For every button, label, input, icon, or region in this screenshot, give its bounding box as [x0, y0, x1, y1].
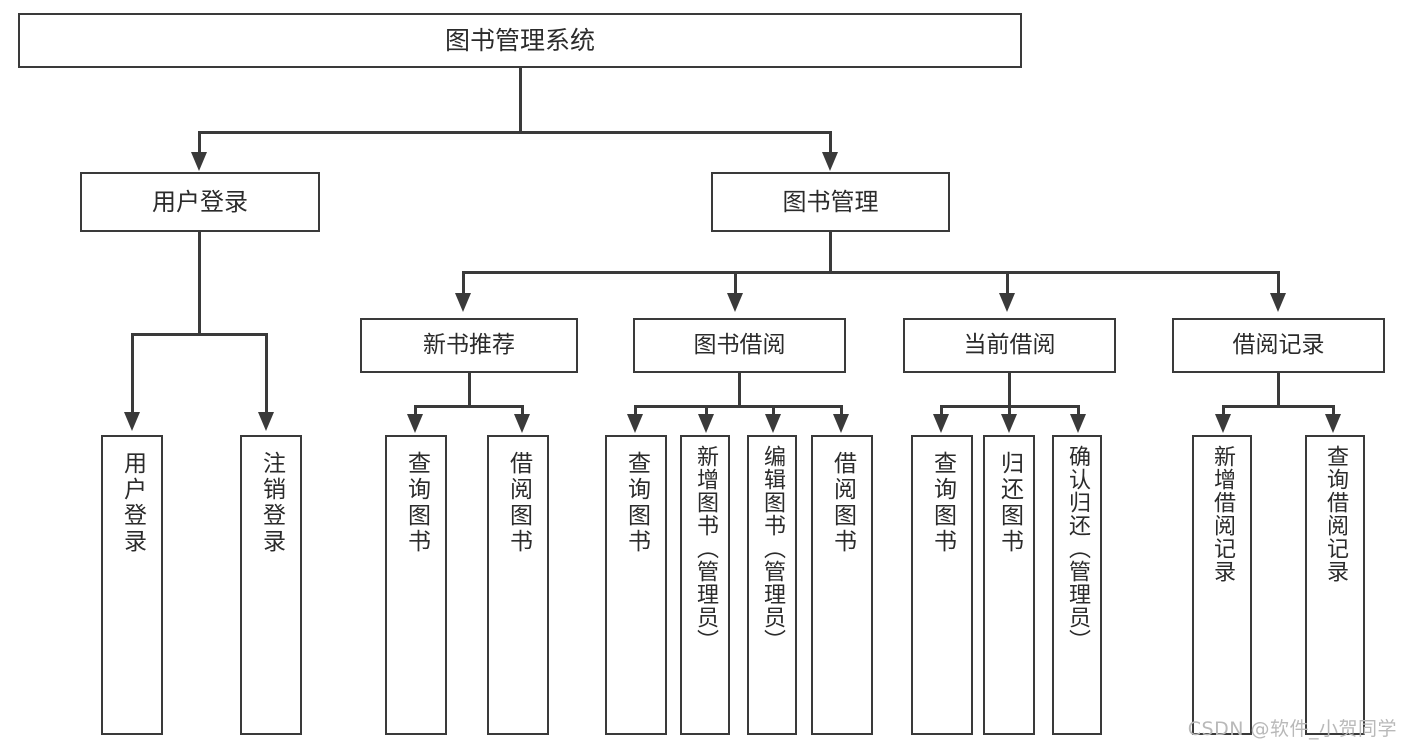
connector-bookmgmt-drop-1	[462, 271, 465, 296]
arrowhead-icon	[999, 293, 1015, 312]
connector-root-drop-1	[198, 131, 201, 155]
connector-currentborrow-drop-3	[1077, 405, 1080, 417]
connector-root-drop-2	[829, 131, 832, 155]
arrowhead-icon	[1001, 414, 1017, 433]
arrowhead-icon	[933, 414, 949, 433]
leaf-user-login[interactable]: 用户登录	[101, 435, 163, 735]
arrowhead-icon	[833, 414, 849, 433]
node-label: 图书管理	[782, 187, 879, 216]
connector-bookborrow-stem	[738, 373, 741, 407]
connector-borrowrecord-stem	[1277, 373, 1280, 407]
node-current-borrow[interactable]: 当前借阅	[903, 318, 1116, 373]
connector-borrowrecord-bar	[1222, 405, 1334, 408]
connector-root-stem	[519, 68, 522, 133]
node-user-login[interactable]: 用户登录	[80, 172, 320, 232]
connector-bookborrow-drop-4	[840, 405, 843, 417]
leaf-edit-book-admin[interactable]: 编辑图书（管理员）	[747, 435, 797, 735]
arrowhead-icon	[455, 293, 471, 312]
connector-userlogin-drop-1	[131, 333, 134, 415]
node-label: 查询图书	[403, 451, 430, 555]
connector-bookmgmt-drop-4	[1277, 271, 1280, 296]
arrowhead-icon	[191, 152, 207, 171]
node-label: 归还图书	[996, 451, 1023, 555]
arrowhead-icon	[627, 414, 643, 433]
connector-bookborrow-bar	[634, 405, 842, 408]
connector-newbook-drop-2	[521, 405, 524, 417]
connector-borrowrecord-drop-1	[1222, 405, 1225, 417]
node-root-system[interactable]: 图书管理系统	[18, 13, 1022, 68]
connector-bookborrow-drop-1	[634, 405, 637, 417]
arrowhead-icon	[124, 412, 140, 431]
node-label: 新增借阅记录	[1210, 445, 1235, 583]
node-label: 确认归还（管理员）	[1065, 445, 1090, 652]
node-label: 新书推荐	[423, 331, 515, 358]
node-label: 借阅图书	[829, 451, 856, 555]
node-book-borrow[interactable]: 图书借阅	[633, 318, 846, 373]
node-label: 借阅图书	[505, 451, 532, 555]
leaf-borrow-book-recommend[interactable]: 借阅图书	[487, 435, 549, 735]
node-label: 当前借阅	[963, 331, 1056, 358]
node-borrow-record[interactable]: 借阅记录	[1172, 318, 1385, 373]
connector-bookmgmt-bar	[462, 271, 1280, 274]
connector-root-bar	[198, 131, 832, 134]
connector-userlogin-stem	[198, 232, 201, 335]
leaf-query-book-borrow[interactable]: 查询图书	[605, 435, 667, 735]
connector-bookborrow-drop-2	[705, 405, 708, 417]
leaf-add-borrow-record[interactable]: 新增借阅记录	[1192, 435, 1252, 735]
connector-currentborrow-stem	[1008, 373, 1011, 407]
connector-currentborrow-drop-1	[940, 405, 943, 417]
connector-bookmgmt-stem	[829, 232, 832, 274]
arrowhead-icon	[407, 414, 423, 433]
node-book-management[interactable]: 图书管理	[711, 172, 950, 232]
node-label: 用户登录	[119, 451, 146, 555]
node-label: 编辑图书（管理员）	[760, 445, 785, 652]
connector-newbook-bar	[414, 405, 524, 408]
connector-bookmgmt-drop-2	[734, 271, 737, 296]
connector-borrowrecord-drop-2	[1332, 405, 1335, 417]
leaf-add-book-admin[interactable]: 新增图书（管理员）	[680, 435, 730, 735]
node-label: 图书管理系统	[444, 25, 595, 55]
node-new-book-recommend[interactable]: 新书推荐	[360, 318, 578, 373]
leaf-query-borrow-record[interactable]: 查询借阅记录	[1305, 435, 1365, 735]
leaf-borrow-book[interactable]: 借阅图书	[811, 435, 873, 735]
connector-newbook-drop-1	[414, 405, 417, 417]
node-label: 新增图书（管理员）	[693, 445, 718, 652]
connector-currentborrow-drop-2	[1008, 405, 1011, 417]
csdn-watermark: CSDN @软件_小贺同学	[1187, 718, 1397, 740]
leaf-logout[interactable]: 注销登录	[240, 435, 302, 735]
leaf-confirm-return-admin[interactable]: 确认归还（管理员）	[1052, 435, 1102, 735]
arrowhead-icon	[1215, 414, 1231, 433]
arrowhead-icon	[765, 414, 781, 433]
node-label: 图书借阅	[693, 331, 786, 358]
connector-bookborrow-drop-3	[772, 405, 775, 417]
node-label: 注销登录	[258, 451, 285, 555]
arrowhead-icon	[514, 414, 530, 433]
arrowhead-icon	[698, 414, 714, 433]
arrowhead-icon	[258, 412, 274, 431]
leaf-query-book-recommend[interactable]: 查询图书	[385, 435, 447, 735]
connector-userlogin-bar	[131, 333, 268, 336]
arrowhead-icon	[1070, 414, 1086, 433]
arrowhead-icon	[1325, 414, 1341, 433]
leaf-query-book-current[interactable]: 查询图书	[911, 435, 973, 735]
arrowhead-icon	[822, 152, 838, 171]
node-label: 借阅记录	[1232, 331, 1325, 358]
connector-newbook-stem	[468, 373, 471, 407]
node-label: 查询借阅记录	[1323, 445, 1348, 583]
node-label: 用户登录	[152, 187, 248, 216]
leaf-return-book[interactable]: 归还图书	[983, 435, 1035, 735]
node-label: 查询图书	[929, 451, 956, 555]
arrowhead-icon	[1270, 293, 1286, 312]
arrowhead-icon	[727, 293, 743, 312]
node-label: 查询图书	[623, 451, 650, 555]
connector-bookmgmt-drop-3	[1006, 271, 1009, 296]
connector-userlogin-drop-2	[265, 333, 268, 415]
